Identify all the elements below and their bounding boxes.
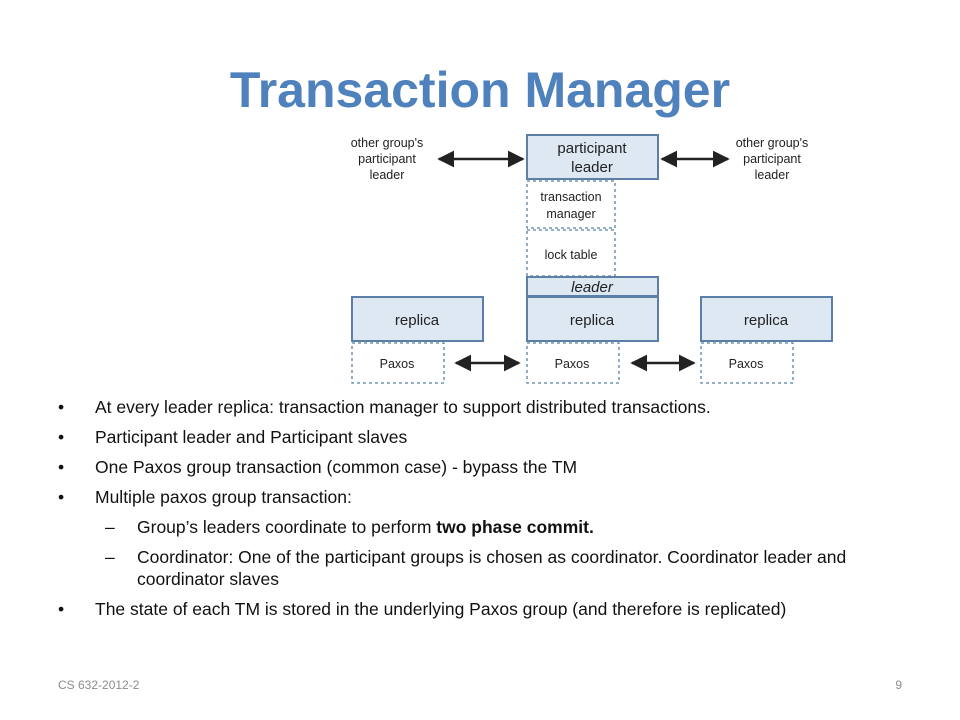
transaction-manager-line1: transaction: [540, 190, 601, 204]
bullet-item: At every leader replica: transaction man…: [58, 396, 938, 418]
lock-table-box: [526, 229, 616, 277]
paxos-right-label: Paxos: [729, 357, 764, 371]
sub-bullet-bold: two phase commit.: [436, 517, 594, 537]
paxos-center-label: Paxos: [555, 357, 590, 371]
paxos-left-label: Paxos: [380, 357, 415, 371]
lock-table-label: lock table: [545, 248, 598, 262]
transaction-manager-line2: manager: [546, 207, 595, 221]
replica-center-label: replica: [570, 312, 615, 329]
replica-center-box: [526, 296, 659, 342]
bullet-item: Multiple paxos group transaction:: [58, 486, 938, 508]
transaction-manager-box: [526, 180, 616, 229]
sub-bullet-item: Coordinator: One of the participant grou…: [58, 546, 938, 590]
other-left-line1: other group's: [351, 136, 424, 150]
bullet-item: One Paxos group transaction (common case…: [58, 456, 938, 478]
sub-bullet-item: Group’s leaders coordinate to perform tw…: [58, 516, 938, 538]
replica-right-box: [700, 296, 833, 342]
replica-left-box: [351, 296, 484, 342]
other-left-line3: leader: [370, 168, 405, 182]
other-right-line1: other group's: [736, 136, 809, 150]
replica-right-label: replica: [744, 312, 789, 329]
bullet-item: Participant leader and Participant slave…: [58, 426, 938, 448]
participant-leader-line1: participant: [557, 140, 627, 157]
page-number: 9: [895, 678, 902, 692]
replica-left-label: replica: [395, 312, 440, 329]
spanner-architecture-diagram: other group's participant leader partici…: [345, 125, 845, 390]
other-left-line2: participant: [358, 152, 416, 166]
participant-leader-line2: leader: [571, 159, 613, 176]
sub-bullet-text: Group’s leaders coordinate to perform: [137, 517, 437, 537]
footer-course: CS 632-2012-2: [58, 678, 140, 692]
leader-label: leader: [571, 279, 614, 296]
other-right-line3: leader: [755, 168, 790, 182]
bullet-list: At every leader replica: transaction man…: [58, 396, 938, 628]
participant-leader-box: [526, 134, 659, 180]
other-right-line2: participant: [743, 152, 801, 166]
slide-title: Transaction Manager: [229, 62, 731, 118]
bullet-item: The state of each TM is stored in the un…: [58, 598, 938, 620]
